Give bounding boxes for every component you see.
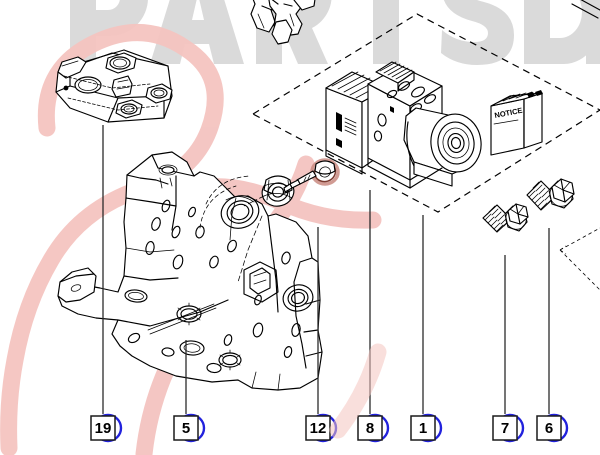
callout-5[interactable]: 5 bbox=[173, 413, 206, 443]
callout-box-6 bbox=[536, 415, 562, 441]
part-mounting-pin-8 bbox=[283, 158, 340, 193]
callout-7[interactable]: 7 bbox=[492, 413, 525, 443]
dashed-group-secondary bbox=[559, 227, 600, 291]
callout-8[interactable]: 8 bbox=[357, 413, 390, 443]
callout-label-1: 1 bbox=[419, 420, 427, 437]
abs-pump-motor bbox=[403, 107, 482, 175]
bracket-splined-boss-2 bbox=[218, 349, 242, 371]
part-flange-bolt-6 bbox=[526, 178, 575, 211]
part-abs-hydraulic-unit-1: NOTICE bbox=[325, 61, 543, 189]
edge-detail-top-right bbox=[571, 0, 600, 19]
callout-box-1 bbox=[410, 415, 436, 441]
callout-box-19 bbox=[90, 415, 116, 441]
watermark-swoosh-overlay bbox=[329, 343, 387, 439]
callout-12[interactable]: 12 bbox=[305, 413, 338, 443]
callout-label-6: 6 bbox=[545, 420, 553, 437]
bracket-boss-upper bbox=[220, 195, 260, 229]
callout-box-8 bbox=[357, 415, 383, 441]
callout-6[interactable]: 6 bbox=[536, 413, 569, 443]
callout-label-12: 12 bbox=[310, 420, 327, 437]
callout-box-5 bbox=[173, 415, 199, 441]
callout-label-8: 8 bbox=[366, 420, 374, 437]
callout-label-5: 5 bbox=[182, 420, 190, 437]
callout-label-7: 7 bbox=[501, 420, 509, 437]
notice-booklet: NOTICE bbox=[490, 90, 543, 156]
part-mounting-plate-19 bbox=[55, 49, 173, 123]
callout-1[interactable]: 1 bbox=[410, 413, 443, 443]
callout-19[interactable]: 19 bbox=[90, 413, 123, 443]
part-bracket-5 bbox=[57, 151, 323, 391]
part-flange-bolt-7 bbox=[482, 203, 529, 233]
callout-label-19: 19 bbox=[95, 420, 112, 437]
partial-component-top bbox=[250, 0, 316, 45]
callout-box-7 bbox=[492, 415, 518, 441]
callout-box-12 bbox=[305, 415, 331, 441]
